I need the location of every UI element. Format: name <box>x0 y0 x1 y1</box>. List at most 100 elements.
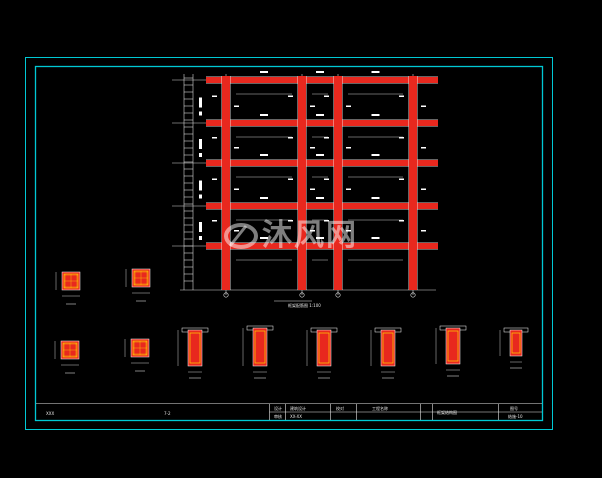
column <box>334 76 342 290</box>
stirrup-label <box>346 230 351 232</box>
project-label: XXX <box>46 411 54 416</box>
stirrup-label <box>421 188 426 190</box>
tb-drawing-title: 框架结构图 <box>437 409 457 415</box>
stirrup-label <box>421 105 426 107</box>
beam-section-9 <box>435 325 467 377</box>
stirrup-label <box>346 188 351 190</box>
level-note <box>199 194 202 199</box>
beam-outline <box>187 329 203 367</box>
level-note <box>199 236 202 240</box>
level-note <box>199 139 202 149</box>
stirrup-label <box>310 230 315 232</box>
stirrup-label <box>324 137 329 139</box>
column-section-1 <box>55 271 81 305</box>
rebar-label <box>371 71 380 73</box>
beam-section-8 <box>370 327 402 379</box>
stirrup <box>318 332 330 364</box>
beam <box>206 120 438 126</box>
stirrup-label <box>399 178 404 180</box>
column-section-2 <box>125 268 151 302</box>
tb-review-value: XX-XX <box>290 414 302 419</box>
stirrup <box>189 332 201 364</box>
level-note <box>199 97 202 108</box>
column-section-4 <box>124 338 150 372</box>
rebar-label <box>316 237 324 239</box>
stirrup-label <box>234 147 239 149</box>
stirrup <box>447 330 459 362</box>
stirrup-label <box>212 178 217 180</box>
beam-outline <box>445 327 461 365</box>
stirrup-label <box>324 178 329 180</box>
beam-section-5 <box>177 327 209 379</box>
stirrup-label <box>399 95 404 97</box>
rebar-label <box>316 71 324 73</box>
rebar-label <box>316 197 324 199</box>
axis-bubble <box>410 292 416 298</box>
rebar-label <box>371 197 380 199</box>
rebar-label <box>371 114 380 116</box>
beam <box>206 243 438 249</box>
axis-bubble <box>335 292 341 298</box>
sheet-inner-border <box>34 65 544 422</box>
stirrup <box>511 332 521 354</box>
rebar-label <box>260 197 268 199</box>
elevation-columns <box>221 76 418 290</box>
rebar-label <box>316 154 324 156</box>
rebar-label <box>260 154 268 156</box>
elevation-details <box>199 71 426 261</box>
sheet-outer-border <box>25 57 553 430</box>
section-details <box>54 268 529 379</box>
column <box>298 76 306 290</box>
level-note <box>199 180 202 191</box>
tb-project-label: 工程名称 <box>372 405 388 411</box>
watermark-text: 沐风网 <box>262 218 358 253</box>
stirrup-label <box>346 105 351 107</box>
elevation-beams <box>206 76 438 250</box>
stirrup-label <box>346 147 351 149</box>
watermark: 沐风网 <box>224 218 358 253</box>
column <box>222 76 230 290</box>
sheet-id: 7-2 <box>164 411 171 416</box>
tb-design-value: 建筑设计 <box>290 405 306 411</box>
beam-outline <box>252 327 268 367</box>
watermark-logo-icon <box>224 223 258 249</box>
beam <box>206 203 438 209</box>
stirrup-label <box>288 220 293 222</box>
stirrup <box>382 332 394 364</box>
rebar-label <box>260 71 268 73</box>
rebar-label <box>260 114 268 116</box>
beam-section-10 <box>499 327 529 369</box>
level-note <box>199 153 202 157</box>
beam-outline <box>509 329 523 357</box>
beam-section-7 <box>306 327 338 379</box>
level-note <box>199 111 202 116</box>
beam <box>206 160 438 166</box>
level-note <box>199 222 202 232</box>
stirrup-label <box>212 95 217 97</box>
title-block <box>36 403 542 420</box>
tb-drawing-no: 结施-10 <box>508 413 523 419</box>
stirrup-label <box>399 220 404 222</box>
beam-outline <box>316 329 332 367</box>
rebar-label <box>260 237 268 239</box>
stirrup-label <box>421 230 426 232</box>
beam <box>206 77 438 83</box>
stirrup <box>254 330 266 364</box>
column-section-3 <box>54 340 80 374</box>
elevation-caption: 框架配筋图 1:100 <box>288 302 321 308</box>
stirrup-label <box>310 105 315 107</box>
rebar-label <box>316 114 324 116</box>
stirrup-label <box>234 188 239 190</box>
title-block-text: XXX 7-2 设计 建筑设计 校对 工程名称 框架结构图 图号 审核 XX-X… <box>46 405 523 419</box>
stirrup-label <box>234 230 239 232</box>
stirrup-label <box>310 188 315 190</box>
stirrup-label <box>324 95 329 97</box>
stirrup-label <box>212 220 217 222</box>
stirrup-label <box>234 105 239 107</box>
tb-designer-label: 设计 <box>274 405 282 411</box>
stirrup-label <box>288 95 293 97</box>
stirrup-label <box>310 147 315 149</box>
stirrup-label <box>288 178 293 180</box>
tb-reviewer-label: 审核 <box>274 413 282 419</box>
